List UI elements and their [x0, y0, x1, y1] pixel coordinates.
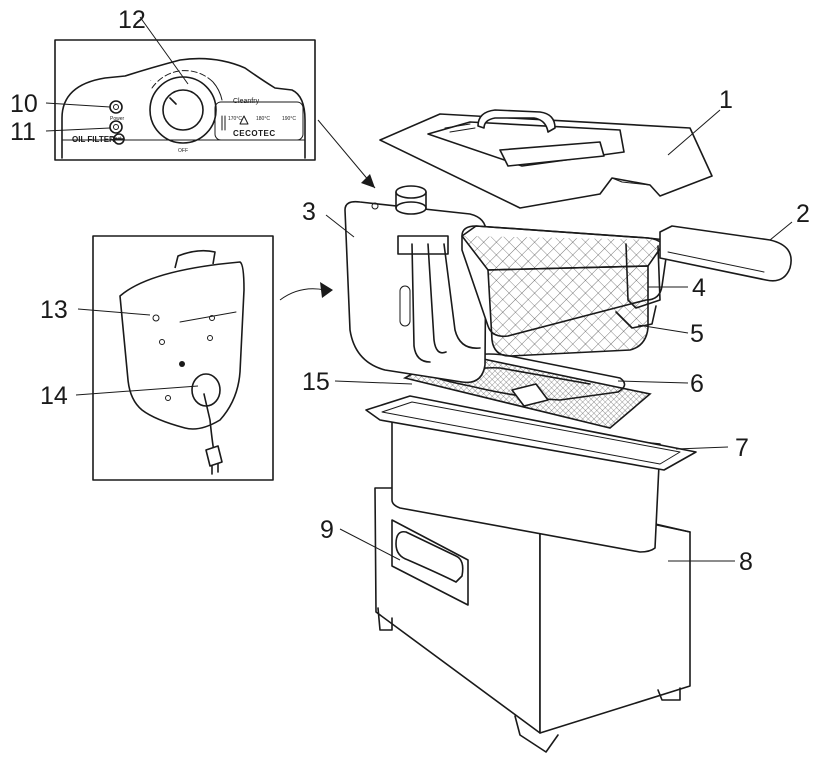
rear-pointer-line — [279, 288, 326, 301]
callout-7: 7 — [735, 434, 749, 462]
settings-box — [214, 101, 304, 141]
leader-lines — [45, 16, 793, 562]
control-knob — [395, 185, 427, 199]
lid — [379, 109, 713, 209]
callout-4: 4 — [692, 274, 706, 302]
temperature-knob — [162, 89, 204, 131]
callout-12: 12 — [118, 6, 146, 34]
temp-190: 190°C — [282, 116, 296, 122]
callout-13: 13 — [40, 296, 68, 324]
temp-180: 180°C — [256, 116, 270, 122]
brand-label: Cleanfry — [233, 98, 260, 105]
plug-icon — [205, 445, 223, 467]
callout-2: 2 — [796, 200, 810, 228]
callout-3: 3 — [302, 198, 316, 226]
temp-170: 170°C — [228, 116, 242, 122]
callout-15: 15 — [302, 368, 330, 396]
thermometer-icon — [221, 115, 226, 131]
rear-pointer-arrowhead — [320, 282, 333, 298]
panel-pointer-line — [317, 119, 376, 189]
callout-5: 5 — [690, 320, 704, 348]
side-handle — [395, 530, 464, 583]
control-housing — [344, 185, 487, 384]
temperature-knob-ring — [149, 76, 217, 144]
callout-6: 6 — [690, 370, 704, 398]
lid-handle — [477, 109, 556, 133]
rear-view-inset — [92, 235, 274, 481]
off-label: OFF — [178, 148, 188, 154]
svg-text:·: · — [150, 78, 152, 84]
rear-housing — [119, 261, 245, 430]
callout-9: 9 — [320, 516, 334, 544]
oil-filter-label: OIL FILTER — [72, 135, 115, 144]
basket-handle — [659, 225, 792, 282]
control-panel-inset: · Power Heat OIL FILTER Cleanfry 170°C 1… — [54, 39, 316, 161]
heat-lamp — [109, 120, 123, 134]
panel-pointer-arrowhead — [361, 174, 375, 188]
logo-label: CECOTEC — [233, 129, 276, 138]
callout-11: 11 — [10, 118, 36, 146]
callout-1: 1 — [719, 86, 733, 114]
frying-basket — [461, 225, 792, 357]
callout-8: 8 — [739, 548, 753, 576]
callout-10: 10 — [10, 90, 38, 118]
power-lamp — [109, 100, 123, 114]
callout-14: 14 — [40, 382, 68, 410]
fish-icon — [239, 115, 249, 125]
oil-tank — [365, 395, 697, 553]
base-housing — [374, 487, 691, 753]
power-lamp-label: Power — [110, 116, 125, 122]
